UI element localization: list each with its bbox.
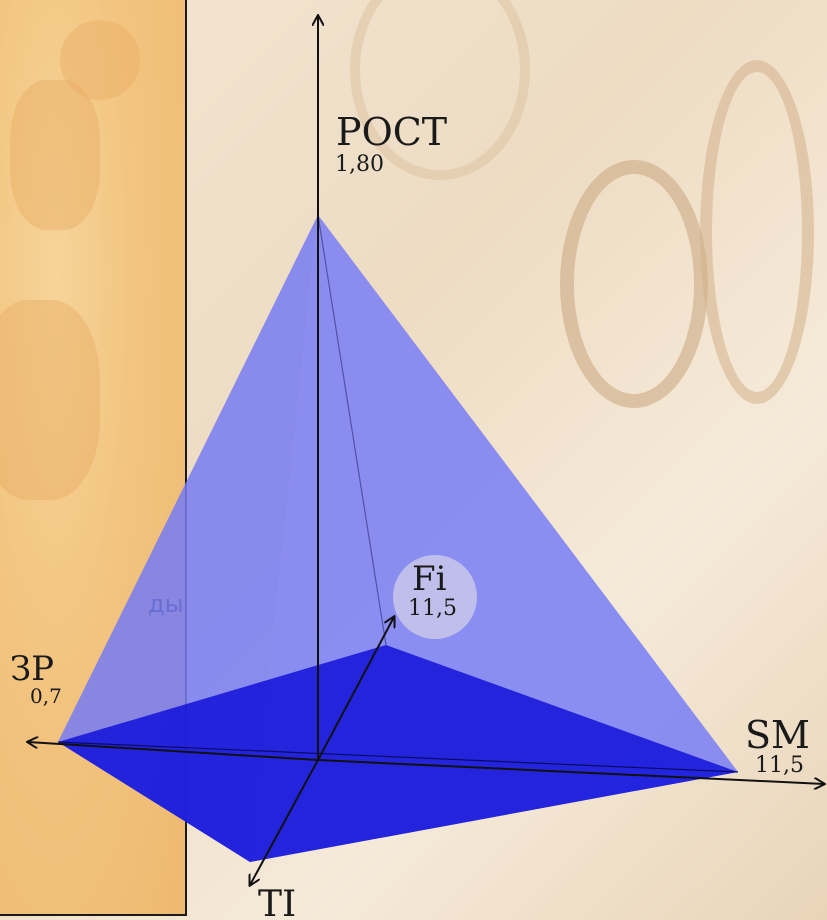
sm-label: SM (745, 713, 810, 757)
fi-axis (317, 617, 394, 761)
pyramid-edge (57, 741, 739, 773)
zr-label: ЗР (10, 649, 54, 689)
fi-label: Fi (412, 559, 447, 599)
rost-label: РОСТ (336, 110, 447, 154)
rost-value: 1,80 (335, 152, 384, 177)
sm-value: 11,5 (755, 753, 804, 778)
fi-value: 11,5 (408, 596, 457, 621)
puzzle-piece-shape (60, 20, 140, 100)
ti-axis (250, 759, 319, 885)
zr-axis (28, 742, 319, 761)
ti-label: TI (258, 884, 296, 920)
pyramid-edge (317, 214, 387, 646)
pyramid-base (58, 645, 738, 862)
zr-value: 0,7 (30, 684, 62, 708)
fi-circle (393, 555, 477, 639)
sm-axis (317, 759, 824, 784)
puzzle-piece-shape (10, 80, 100, 230)
puzzle-piece-shape (0, 300, 100, 500)
background-ribbon-shape (350, 0, 530, 180)
pyramid-back-face (58, 215, 738, 772)
